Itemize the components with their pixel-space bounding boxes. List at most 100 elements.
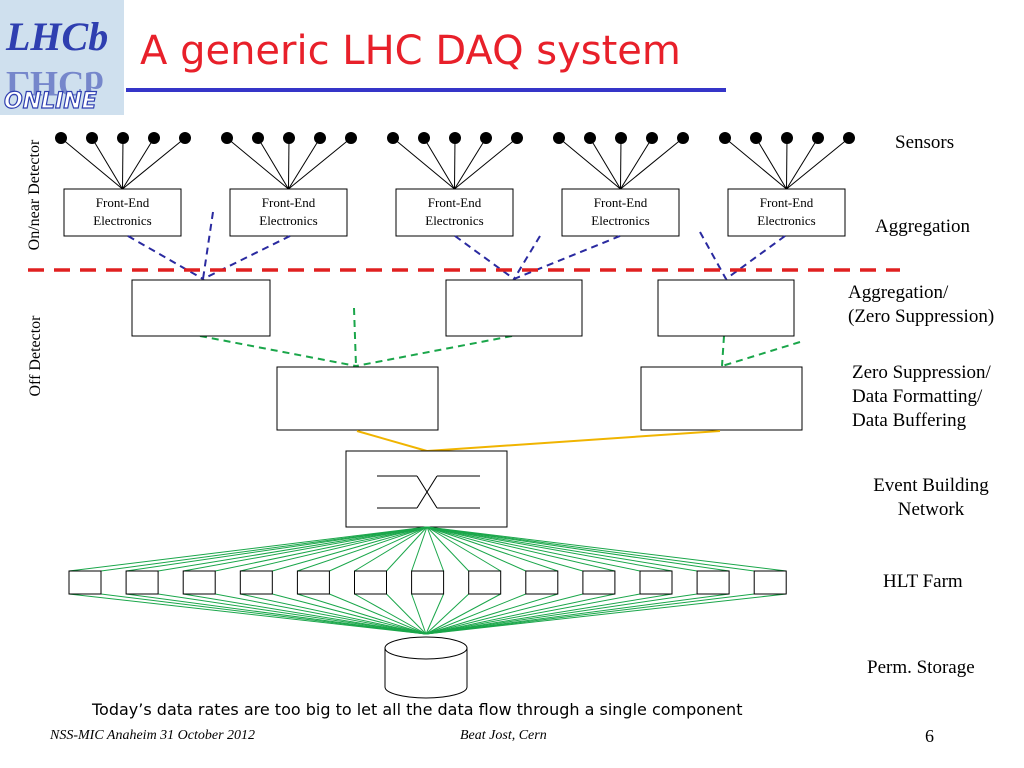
farm-to-storage-link	[425, 593, 673, 635]
network-to-farm-link	[426, 526, 787, 572]
farm-to-storage-link	[215, 593, 427, 635]
sensor-wire	[257, 137, 289, 190]
farm-to-storage-link	[425, 593, 730, 635]
sensor-dot	[55, 132, 67, 144]
farm-to-storage-link	[297, 593, 427, 635]
sensor-wire	[122, 137, 124, 190]
farm-to-storage-link	[272, 593, 427, 635]
aggregation-box-1	[131, 279, 271, 337]
farm-to-storage-link	[100, 593, 427, 635]
sensor-wire	[589, 137, 621, 190]
fe-to-aggregation-link	[513, 235, 621, 280]
sensor-dot	[781, 132, 793, 144]
sensor-dot	[553, 132, 565, 144]
sensor-dot	[314, 132, 326, 144]
farm-to-storage-link	[425, 593, 755, 635]
network-to-farm-link	[126, 526, 428, 572]
event-building-network-box	[345, 450, 508, 528]
slide-title: A generic LHC DAQ system	[140, 28, 681, 74]
stage-storage: Perm. Storage	[867, 657, 975, 678]
aggregation-box-3	[657, 279, 795, 337]
sensor-groups	[55, 132, 855, 190]
sensor-dot	[449, 132, 461, 144]
fe-to-aggregation-link	[127, 235, 204, 280]
aggregation-to-zs-link	[721, 341, 801, 367]
front-end-label-2: Electronics	[757, 213, 815, 228]
sensor-dot	[677, 132, 689, 144]
sensor-wire	[392, 137, 455, 190]
farm-to-storage-link	[425, 593, 526, 635]
hlt-farm-node	[68, 570, 102, 595]
sensor-wire	[755, 137, 787, 190]
sensor-wire	[620, 137, 622, 190]
front-end-label-2: Electronics	[259, 213, 317, 228]
network-to-farm-link	[426, 526, 445, 572]
network-to-farm-link	[426, 526, 673, 572]
farm-to-storage-link	[425, 593, 584, 635]
hlt-farm-node	[639, 570, 673, 595]
sensor-dot	[843, 132, 855, 144]
fe-to-aggregation-link	[513, 235, 541, 280]
network-to-farm-link	[426, 526, 584, 572]
storage-cylinder	[384, 636, 468, 699]
sensor-wire	[786, 137, 788, 190]
network-to-farm-link	[426, 526, 698, 572]
network-to-farm-link	[426, 526, 755, 572]
front-end-box	[395, 188, 514, 237]
sensor-wire	[454, 137, 456, 190]
sensor-dot	[480, 132, 492, 144]
front-end-box	[561, 188, 680, 237]
farm-to-storage-link	[425, 593, 641, 635]
network-to-farm-link	[426, 526, 616, 572]
zero-suppression-box-2	[640, 366, 803, 431]
sensor-dot	[584, 132, 596, 144]
lhcb-online-logo: LHCb LHCb ONLINE	[0, 0, 124, 115]
farm-to-storage-link	[425, 593, 616, 635]
page-number: 6	[925, 726, 934, 746]
hlt-farm-node	[411, 570, 445, 595]
network-to-farm-link	[183, 526, 428, 572]
sensor-wire	[620, 137, 653, 190]
hlt-farm-node	[296, 570, 330, 595]
logo-text-top: LHCb	[5, 14, 108, 59]
stage-zero-suppression: Zero Suppression/ Data Formatting/ Data …	[852, 362, 991, 431]
farm-to-storage-link	[425, 593, 445, 635]
hlt-farm-node	[468, 570, 502, 595]
sensor-wire	[226, 137, 289, 190]
network-to-farm-link	[68, 526, 428, 572]
sensor-dot	[252, 132, 264, 144]
farm-to-storage-link	[386, 593, 427, 635]
farm-to-storage-link	[329, 593, 427, 635]
title-underline	[126, 88, 726, 92]
hlt-farm-node	[753, 570, 787, 595]
slide-caption: Today’s data rates are too big to let al…	[92, 700, 743, 719]
farm-to-storage-link	[126, 593, 427, 635]
switch-icon	[377, 475, 480, 509]
fe-to-aggregation-link	[202, 235, 291, 280]
yellow-link-1	[356, 430, 428, 452]
sensor-dot	[615, 132, 627, 144]
aggregation-to-zs-link	[199, 335, 357, 367]
stage-sensors: Sensors	[895, 132, 955, 153]
hlt-farm-nodes	[68, 570, 787, 595]
sensor-dot	[86, 132, 98, 144]
fe-to-aggregation-link	[699, 231, 727, 280]
farm-to-storage-link	[183, 593, 427, 635]
farm-to-storage-link	[425, 593, 698, 635]
sensor-dot	[387, 132, 399, 144]
farm-links	[68, 526, 787, 635]
hlt-farm-node	[525, 570, 559, 595]
network-to-farm-link	[426, 526, 730, 572]
sensor-wire	[60, 137, 123, 190]
front-end-box	[229, 188, 348, 237]
sensor-wire	[786, 137, 819, 190]
front-end-label-2: Electronics	[591, 213, 649, 228]
footer-left: NSS-MIC Anaheim 31 October 2012	[50, 728, 256, 743]
sensor-dot	[283, 132, 295, 144]
sensor-dot	[148, 132, 160, 144]
sensor-wire	[786, 137, 850, 190]
farm-to-storage-link	[354, 593, 427, 635]
logo-text-mirror: LHCb	[6, 64, 104, 104]
network-to-farm-link	[411, 526, 428, 572]
network-to-farm-link	[100, 526, 428, 572]
